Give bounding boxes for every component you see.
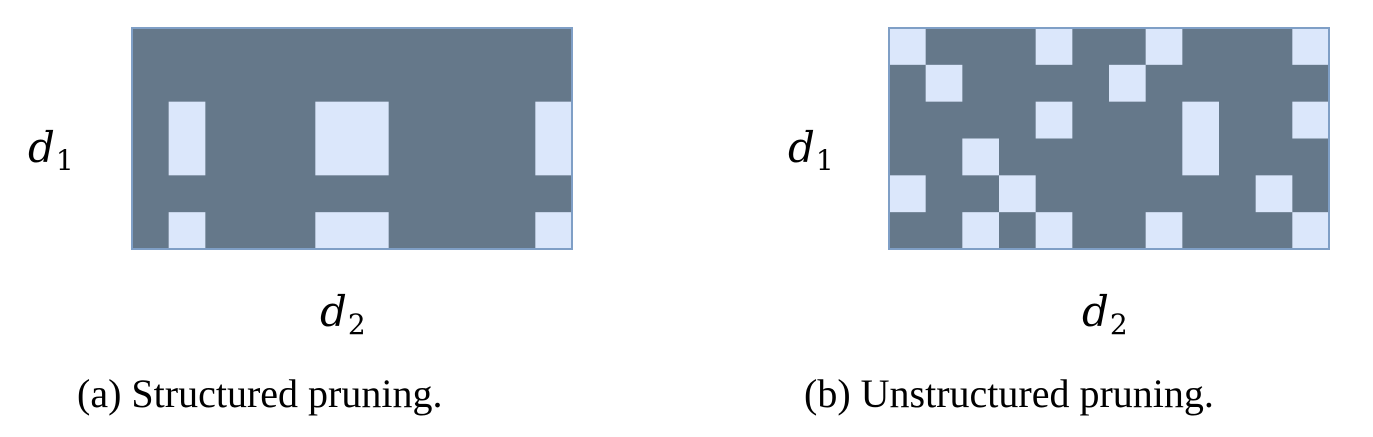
pruned-cell <box>168 101 206 139</box>
pruned-cell <box>352 212 389 249</box>
pruned-cell <box>1292 101 1329 139</box>
column-dimension-label-structured: d2 <box>320 287 366 341</box>
pruned-cell <box>962 212 999 249</box>
pruned-cell <box>1292 28 1329 65</box>
pruned-cell <box>535 212 572 249</box>
pruned-cell <box>168 138 206 176</box>
pruned-cell <box>1182 138 1219 176</box>
row-dimension-label-unstructured: d1 <box>788 123 834 177</box>
caption-structured: (a) Structured pruning. <box>77 371 442 416</box>
pruned-cell <box>962 138 999 176</box>
pruned-cell <box>168 212 206 249</box>
column-dimension-label-unstructured: d2 <box>1082 287 1128 341</box>
pruned-cell <box>1292 212 1329 249</box>
pruned-cell <box>1145 212 1183 249</box>
pruned-cell <box>1035 101 1073 139</box>
matrix-border-structured <box>131 27 573 250</box>
pruned-cell <box>535 101 572 139</box>
pruned-cell <box>925 64 963 102</box>
row-dimension-label-structured: d1 <box>28 123 74 177</box>
pruned-cell <box>1035 212 1073 249</box>
pruned-cell <box>535 138 572 176</box>
pruned-cell <box>315 101 352 139</box>
pruned-cell <box>315 138 352 176</box>
pruned-cells-structured <box>168 101 572 249</box>
pruned-cell <box>999 175 1036 213</box>
pruned-cell <box>1255 175 1293 213</box>
pruned-cells-unstructured <box>889 28 1329 249</box>
pruned-cell <box>1035 28 1073 65</box>
panel-structured: d1 d2 (a) Structured pruning. <box>28 27 573 416</box>
matrix-border-unstructured <box>888 27 1330 250</box>
pruned-cell <box>889 28 926 65</box>
pruned-cell <box>352 101 389 139</box>
weight-matrix-unstructured <box>889 28 1329 249</box>
pruned-cell <box>1182 101 1219 139</box>
pruned-cell <box>315 212 352 249</box>
caption-unstructured: (b) Unstructured pruning. <box>804 371 1214 416</box>
pruned-cell <box>352 138 389 176</box>
pruned-cell <box>1145 28 1183 65</box>
pruned-cell <box>1109 64 1146 102</box>
panel-unstructured: d1 d2 (b) Unstructured pruning. <box>788 27 1330 416</box>
pruned-cell <box>889 175 926 213</box>
